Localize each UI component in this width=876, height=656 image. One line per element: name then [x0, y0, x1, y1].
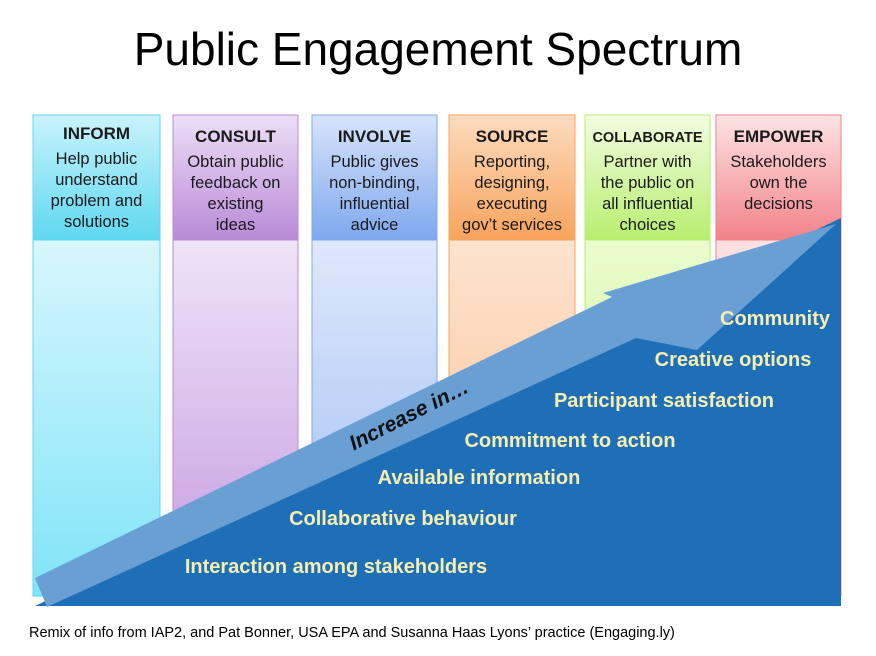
increase-item: Interaction among stakeholders — [185, 556, 487, 578]
column-header — [584, 114, 711, 241]
column-description-line: designing, — [474, 174, 549, 192]
increase-item: Creative options — [655, 349, 812, 371]
column-description-line: feedback on — [191, 174, 281, 192]
column-header — [311, 114, 438, 241]
column-heading: EMPOWER — [734, 127, 824, 146]
column-heading: CONSULT — [195, 127, 277, 146]
page-title: Public Engagement Spectrum — [133, 23, 743, 75]
column-description-line: Help public — [56, 150, 138, 168]
column-description-line: influential — [340, 195, 410, 213]
column-heading: INVOLVE — [338, 127, 411, 146]
column-heading: SOURCE — [476, 127, 549, 146]
column-header — [715, 114, 842, 241]
column-header — [32, 114, 161, 241]
column-description-line: problem and — [51, 192, 143, 210]
column-description-line: Public gives — [330, 153, 418, 171]
column-description-line: Partner with — [603, 153, 691, 171]
column-description-line: gov’t services — [462, 216, 562, 234]
column-description-line: executing — [477, 195, 548, 213]
column-description-line: solutions — [64, 213, 129, 231]
column-description-line: Reporting, — [474, 153, 550, 171]
column-description-line: existing — [208, 195, 264, 213]
increase-item: Participant satisfaction — [554, 390, 774, 412]
column-description-line: decisions — [744, 195, 813, 213]
column-description-line: own the — [750, 174, 808, 192]
caption: Remix of info from IAP2, and Pat Bonner,… — [29, 625, 675, 641]
column-description-line: all influential — [602, 195, 693, 213]
column-description-line: ideas — [216, 216, 255, 234]
column-description-line: non-binding, — [329, 174, 420, 192]
increase-item: Community — [720, 308, 831, 330]
increase-item: Commitment to action — [464, 430, 675, 452]
column-heading: COLLABORATE — [592, 130, 702, 146]
column-description-line: Stakeholders — [730, 153, 826, 171]
increase-item: Available information — [378, 467, 581, 489]
column-header — [448, 114, 576, 241]
increase-item: Collaborative behaviour — [289, 508, 517, 530]
column-header — [172, 114, 299, 241]
column-description-line: choices — [620, 216, 676, 234]
column-heading: INFORM — [63, 124, 130, 143]
column-description-line: Obtain public — [187, 153, 283, 171]
increase-arrow — [35, 224, 836, 607]
column-inform: INFORM Help public understand problem and so… — [32, 114, 161, 597]
column-description-line: the public on — [601, 174, 695, 192]
column-description-line: advice — [351, 216, 399, 234]
column-description-line: understand — [55, 171, 138, 189]
